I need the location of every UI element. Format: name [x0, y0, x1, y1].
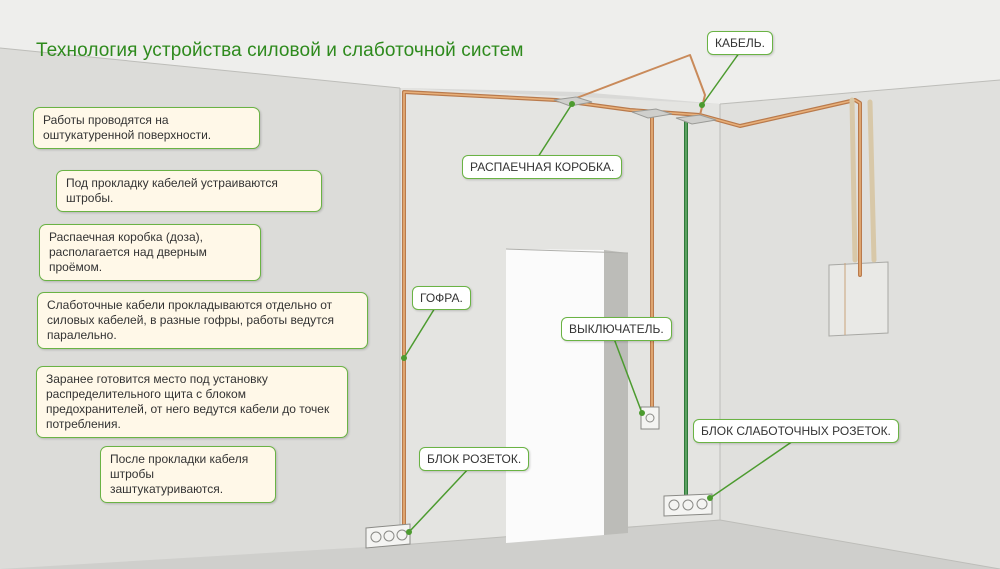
label-socket-block: БЛОК РОЗЕТОК.	[419, 447, 530, 471]
label-corrugation: ГОФРА.	[412, 286, 471, 310]
label-cable: КАБЕЛЬ.	[707, 31, 773, 55]
label-junction-box: РАСПАЕЧНАЯ КОРОБКА.	[462, 155, 623, 179]
ceiling	[0, 0, 1000, 104]
label-switch: ВЫКЛЮЧАТЕЛЬ.	[561, 317, 672, 341]
note-plastering: После прокладки кабеля штробы заштукатур…	[100, 446, 276, 503]
leader-dots	[401, 101, 713, 535]
label-low-current-sockets: БЛОК СЛАБОТОЧНЫХ РОЗЕТОК.	[693, 419, 899, 443]
room-edges	[0, 47, 1000, 569]
door-opening	[506, 249, 604, 543]
leader-lines	[403, 48, 794, 533]
note-junction-box: Распаечная коробка (доза), располагается…	[39, 224, 261, 281]
distribution-panel	[828, 261, 889, 337]
low-current-socket-device	[663, 493, 713, 517]
door-lintel	[505, 248, 629, 254]
note-plaster: Работы проводятся на оштукатуренной пове…	[33, 107, 260, 149]
door-frame-side	[604, 250, 628, 535]
note-chases: Под прокладку кабелей устраиваются штроб…	[56, 170, 322, 212]
note-distribution-panel: Заранее готовится место под установку ра…	[36, 366, 348, 438]
socket-block-device	[365, 523, 411, 549]
page-title: Технология устройства силовой и слаботоч…	[36, 40, 524, 61]
floor	[0, 520, 1000, 569]
switch-device	[640, 406, 660, 430]
note-low-current: Слаботочные кабели прокладываются отдель…	[37, 292, 368, 349]
